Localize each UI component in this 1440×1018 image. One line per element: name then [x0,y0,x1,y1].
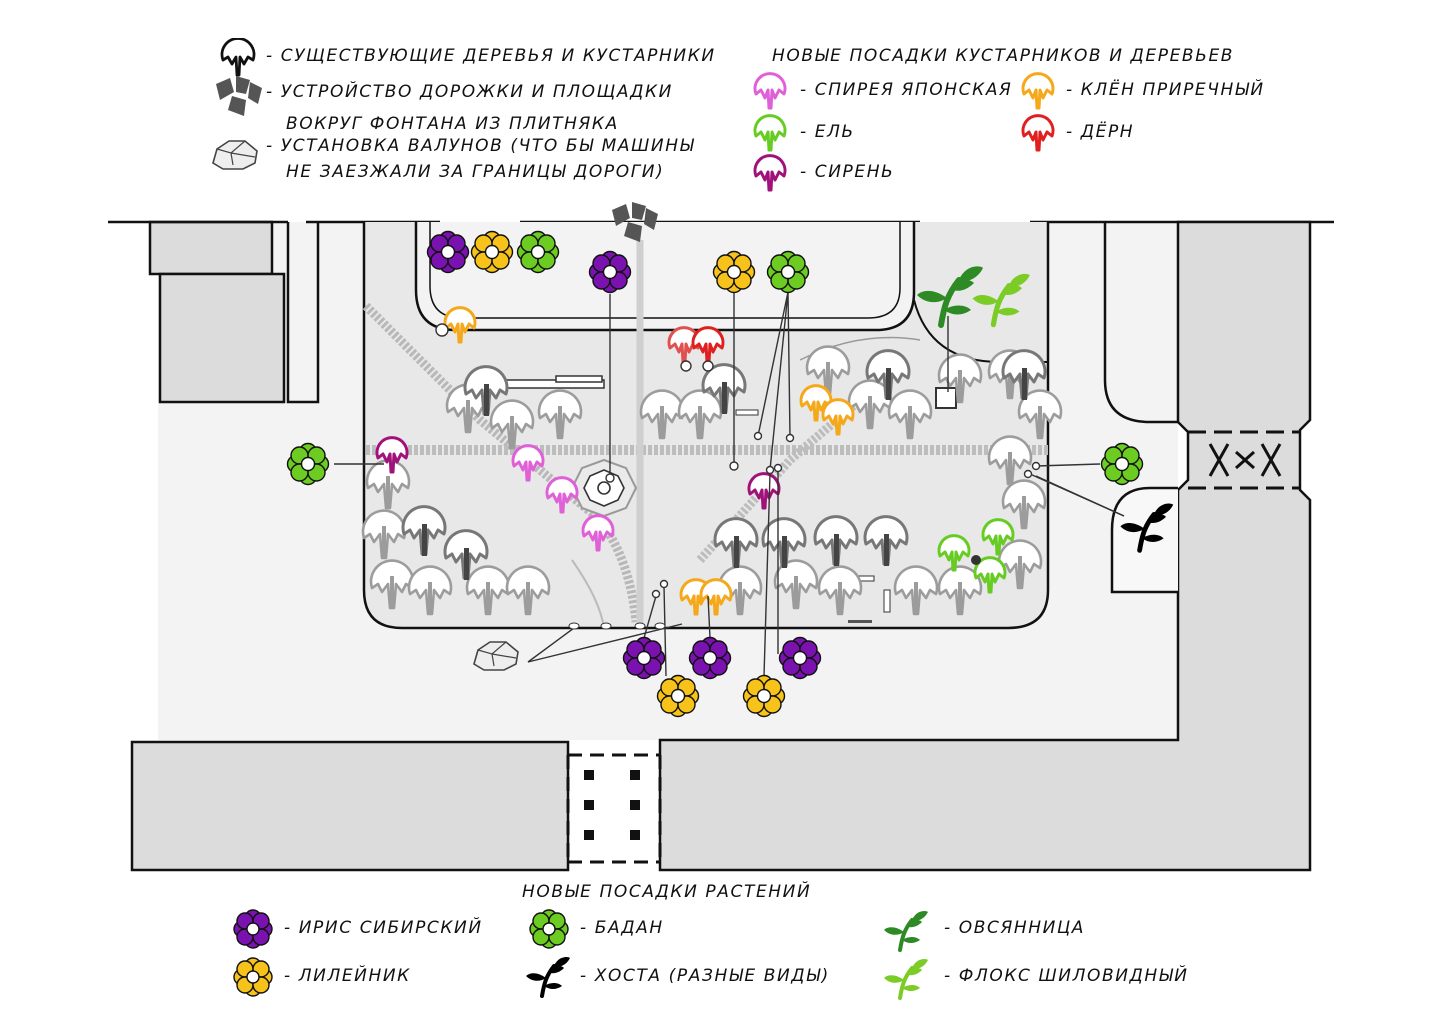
legend-iris-label: - ИРИС СИБИРСКИЙ [284,918,483,938]
legend-spirea-label: - СПИРЕЯ ЯПОНСКАЯ [800,80,1013,100]
legend-dogwood-label: - ДЁРН [1066,122,1135,142]
legend-spruce-label: - ЕЛЬ [800,122,855,142]
maple-icon [1021,72,1055,110]
legend-lilac-label: - СИРЕНЬ [800,162,895,182]
bergenia-icon [529,909,569,949]
legend-fescue-label: - ОВСЯННИЦА [944,918,1085,938]
legend-boulder-label-2: НЕ ЗАЕЗЖАЛИ ЗА ГРАНИЦЫ ДОРОГИ) [286,162,665,182]
boulder-icon [212,140,258,170]
existing-tree-icon [220,38,256,77]
paving-icon [216,76,262,116]
legend-paving-label: - УСТРОЙСТВО ДОРОЖКИ И ПЛОЩАДКИ [266,82,673,102]
hosta-icon [524,954,572,998]
phlox-icon [882,956,930,1000]
legend-bergenia-label: - БАДАН [580,918,664,938]
shrubs-legend-title: НОВЫЕ ПОСАДКИ КУСТАРНИКОВ И ДЕРЕВЬЕВ [772,46,1235,66]
legend-paving-label-2: ВОКРУГ ФОНТАНА ИЗ ПЛИТНЯКА [286,114,619,134]
spruce-icon [753,114,787,152]
fescue-icon [882,908,930,952]
plants-legend-title: НОВЫЕ ПОСАДКИ РАСТЕНИЙ [522,882,812,902]
daylily-icon [233,957,273,997]
legend-existing-label: - СУЩЕСТВУЮЩИЕ ДЕРЕВЬЯ И КУСТАРНИКИ [266,46,716,66]
lilac-icon [753,154,787,192]
legend-hosta-label: - ХОСТА (РАЗНЫЕ ВИДЫ) [580,966,830,986]
spirea-icon [753,72,787,110]
legend-maple-label: - КЛЁН ПРИРЕЧНЫЙ [1066,80,1265,100]
iris-icon [233,909,273,949]
legend-boulder-label: - УСТАНОВКА ВАЛУНОВ (ЧТО БЫ МАШИНЫ [266,136,696,156]
legend-phlox-label: - ФЛОКС ШИЛОВИДНЫЙ [944,966,1189,986]
legend-daylily-label: - ЛИЛЕЙНИК [284,966,411,986]
dogwood-icon [1021,114,1055,152]
